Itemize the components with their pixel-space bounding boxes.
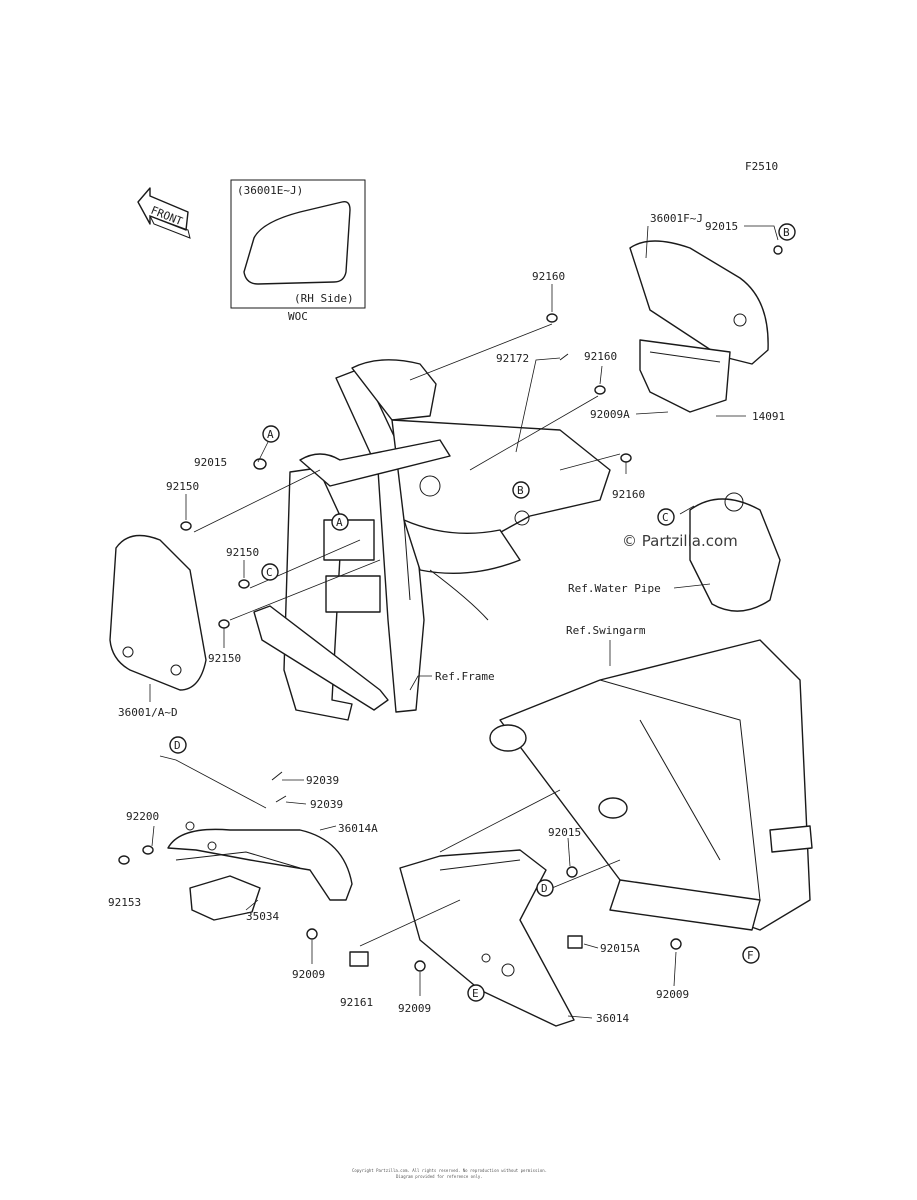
watermark: © Partzilla.com [622,532,738,550]
label-ref-swingarm: Ref.Swingarm [566,624,646,637]
svg-text:B: B [517,484,524,497]
label-35034: 35034 [246,910,279,923]
page-code: F2510 [745,160,778,173]
label-92161: 92161 [340,996,373,1009]
inset-part-number: (36001E~J) [237,184,303,197]
callout-c-left: C [261,563,279,581]
callout-a-top: A [262,425,280,443]
label-92200: 92200 [126,810,159,823]
label-92015-b: 92015 [705,220,738,233]
lower-guard-36014 [399,849,575,1027]
side-cover-right [629,240,769,365]
label-92015-a: 92015 [194,456,227,469]
label-92160-mid: 92160 [584,350,617,363]
callout-a-frame: A [331,513,349,531]
callout-e: E [467,984,485,1002]
swingarm [489,639,813,931]
label-14091: 14091 [752,410,785,423]
label-92009-left: 92009 [292,968,325,981]
inset-caption: WOC [288,310,308,323]
footer-line2: Diagram provided for reference only. [396,1174,483,1179]
label-36001FJ: 36001F~J [650,212,703,225]
side-cover-left [109,534,207,691]
callout-b: B [778,223,796,241]
label-92015A: 92015A [600,942,640,955]
svg-text:D: D [174,739,181,752]
water-pump-cover: © Partzilla.com [622,492,781,612]
inset-side: (RH Side) [294,292,354,305]
svg-text:C: C [662,511,669,524]
inset-box: (36001E~J) (RH Side) WOC [230,179,366,323]
label-92160-right: 92160 [612,488,645,501]
label-ref-frame: Ref.Frame [435,670,495,683]
bracket-14091 [639,339,731,413]
label-36001AD: 36001/A~D [118,706,178,719]
callout-d-low: D [536,879,554,897]
svg-text:D: D [541,882,548,895]
callout-f: F [742,946,760,964]
part-labels: 36001F~J 92015 92160 92172 92160 92009A … [108,212,785,1025]
label-36014A: 36014A [338,822,378,835]
label-92039-a: 92039 [306,774,339,787]
svg-text:A: A [267,428,274,441]
svg-text:B: B [783,226,790,239]
label-ref-water-pipe: Ref.Water Pipe [568,582,661,595]
inset-side-cover [243,200,351,285]
callout-b-frame: B [512,481,530,499]
label-92160-top: 92160 [532,270,565,283]
label-92150-left: 92150 [166,480,199,493]
svg-text:F: F [747,949,754,962]
label-92015-c: 92015 [548,826,581,839]
label-92039-b: 92039 [310,798,343,811]
svg-text:A: A [336,516,343,529]
fasteners [118,245,783,972]
leader-lines [149,225,779,1019]
label-92172: 92172 [496,352,529,365]
footer-line1: Copyright Partzilla.com. All rights rese… [352,1168,547,1173]
label-92009-right: 92009 [656,988,689,1001]
label-92009-mid: 92009 [398,1002,431,1015]
callout-c-right: C [657,508,675,526]
callout-d-top: D [169,736,187,754]
chain-guard-36014A [167,821,353,921]
label-36014: 36014 [596,1012,629,1025]
label-92150-low: 92150 [208,652,241,665]
front-arrow-icon: FRONT [137,187,191,239]
frame [253,359,611,721]
label-92150-mid: 92150 [226,546,259,559]
svg-text:C: C [266,566,273,579]
label-92009A: 92009A [590,408,630,421]
svg-text:E: E [472,987,479,1000]
label-92153: 92153 [108,896,141,909]
